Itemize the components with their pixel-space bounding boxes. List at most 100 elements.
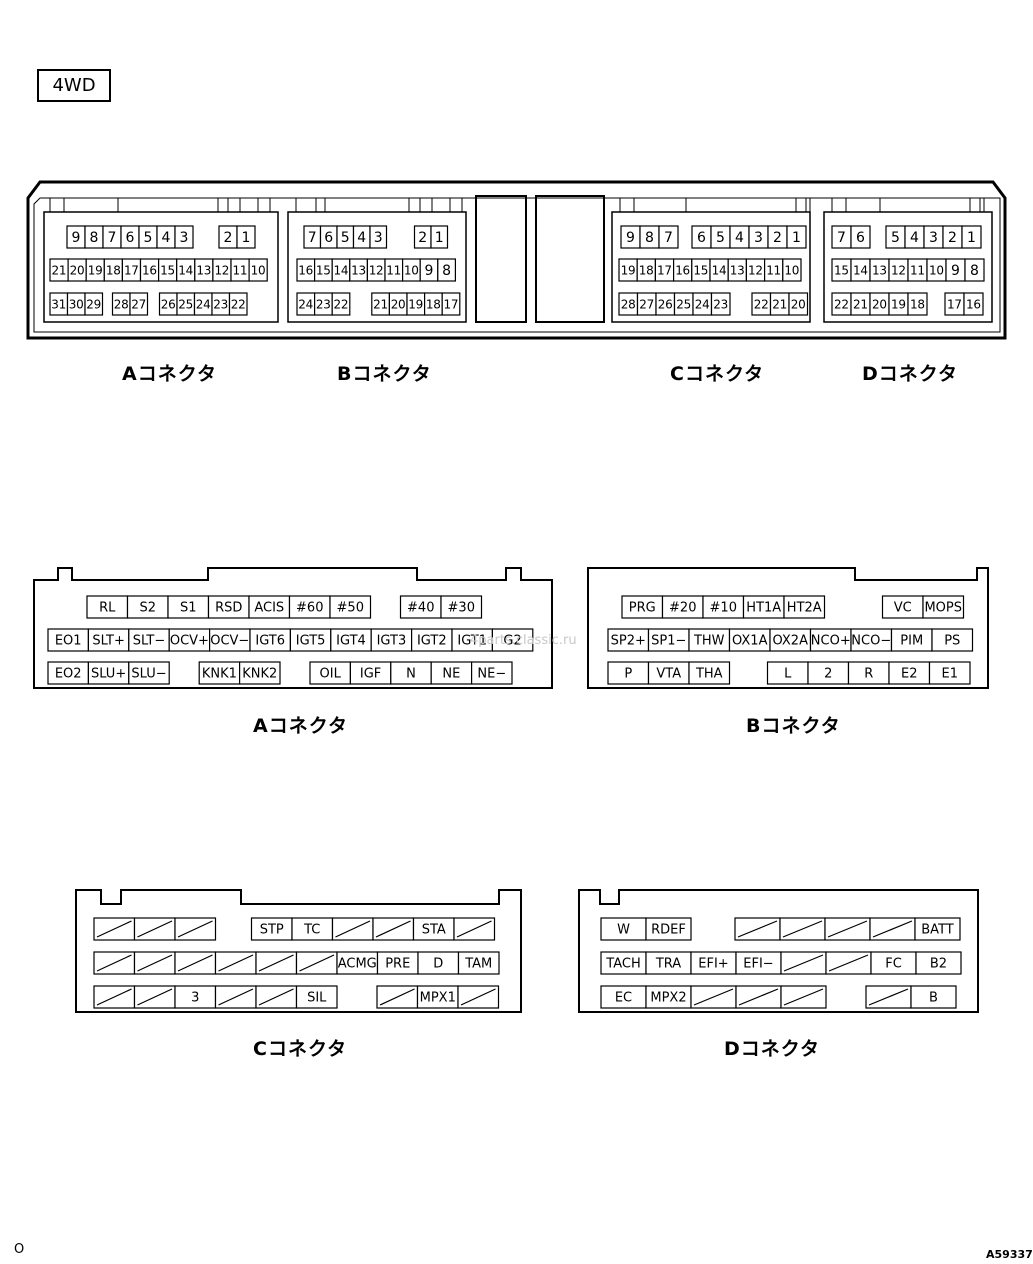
svg-text:18: 18 xyxy=(106,263,121,277)
bottom-pin-0-0-2 xyxy=(174,917,217,941)
middle-pin-0-1-3: OCV+ xyxy=(168,628,211,652)
svg-text:#40: #40 xyxy=(407,601,434,616)
middle-pin-1-2-1: VTA xyxy=(647,661,690,685)
top-pin-3-1-2: 13 xyxy=(869,258,890,282)
svg-text:TAM: TAM xyxy=(464,957,492,972)
svg-text:22: 22 xyxy=(754,297,769,311)
top-pin-2-2-7: 22 xyxy=(751,292,772,316)
top-pin-2-0-1: 8 xyxy=(639,225,660,249)
svg-text:S1: S1 xyxy=(180,601,197,616)
middle-pin-1-1-6: NCO− xyxy=(850,628,893,652)
middle-pin-1-2-0: P xyxy=(607,661,650,685)
top-pin-2-2-0: 28 xyxy=(618,292,639,316)
svg-text:13: 13 xyxy=(872,263,887,277)
svg-text:SLU−: SLU− xyxy=(131,667,166,682)
middle-pin-1-2-6: R xyxy=(847,661,890,685)
svg-text:NCO+: NCO+ xyxy=(811,634,851,649)
top-pin-2-2-1: 27 xyxy=(636,292,657,316)
svg-text:TACH: TACH xyxy=(605,957,640,972)
top-pin-3-0-1: 6 xyxy=(850,225,871,249)
svg-text:7: 7 xyxy=(308,230,317,246)
svg-text:20: 20 xyxy=(872,297,887,311)
svg-text:9: 9 xyxy=(626,230,635,246)
svg-text:VC: VC xyxy=(894,601,912,616)
middle-b-housing xyxy=(587,567,989,689)
middle-pin-0-1-7: IGT4 xyxy=(330,628,372,652)
svg-text:18: 18 xyxy=(910,297,925,311)
bottom-pin-0-1-6: ACMG xyxy=(336,951,379,975)
top-pin-3-0-6: 2 xyxy=(942,225,963,249)
svg-text:21: 21 xyxy=(853,297,868,311)
bottom-pin-0-1-7: PRE xyxy=(376,951,419,975)
top-pin-3-2-6: 17 xyxy=(944,292,965,316)
middle-pin-1-1-3: OX1A xyxy=(728,628,771,652)
top-pin-0-1-8: 13 xyxy=(194,258,214,282)
bottom-pin-0-2-8: MPX1 xyxy=(416,985,459,1009)
svg-text:5: 5 xyxy=(716,230,725,246)
top-pin-0-0-1: 8 xyxy=(84,225,104,249)
svg-text:G2: G2 xyxy=(503,634,521,649)
top-pin-0-0-0: 9 xyxy=(66,225,86,249)
bottom-pin-1-2-2 xyxy=(690,985,737,1009)
bottom-pin-0-1-0 xyxy=(93,951,136,975)
svg-text:24: 24 xyxy=(298,297,313,311)
top-pin-1-2-8: 17 xyxy=(441,292,461,316)
svg-text:R: R xyxy=(864,667,873,682)
svg-text:OX1A: OX1A xyxy=(732,634,768,649)
middle-pin-0-0-3: RSD xyxy=(207,595,250,619)
top-pin-2-1-7: 12 xyxy=(745,258,766,282)
svg-text:20: 20 xyxy=(70,263,85,277)
top-pin-3-1-6: 9 xyxy=(945,258,966,282)
svg-text:2: 2 xyxy=(948,230,957,246)
svg-text:3: 3 xyxy=(754,230,763,246)
svg-text:4: 4 xyxy=(162,230,171,246)
middle-a-housing xyxy=(33,567,553,689)
svg-text:PS: PS xyxy=(944,634,960,649)
svg-text:27: 27 xyxy=(639,297,654,311)
svg-text:ACIS: ACIS xyxy=(254,601,284,616)
middle-pin-0-2-0: EO2 xyxy=(47,661,90,685)
top-pin-3-0-3: 5 xyxy=(885,225,906,249)
bottom-pin-1-2-4 xyxy=(780,985,827,1009)
middle-pin-0-2-5: KNK2 xyxy=(239,661,281,685)
svg-text:RSD: RSD xyxy=(215,601,242,616)
top-latch-6 xyxy=(419,197,433,213)
svg-text:9: 9 xyxy=(425,263,434,279)
bottom-pin-0-1-2 xyxy=(174,951,217,975)
svg-text:#50: #50 xyxy=(337,601,364,616)
svg-text:31: 31 xyxy=(51,297,66,311)
svg-text:N: N xyxy=(406,667,416,682)
top-latch-3 xyxy=(257,197,271,213)
top-pin-0-2-0: 31 xyxy=(49,292,69,316)
top-pin-2-0-8: 2 xyxy=(767,225,788,249)
bottom-pin-1-1-4 xyxy=(780,951,827,975)
svg-text:4: 4 xyxy=(357,230,366,246)
svg-text:MOPS: MOPS xyxy=(924,601,962,616)
svg-text:24: 24 xyxy=(695,297,710,311)
bottom-pin-0-0-0 xyxy=(93,917,136,941)
svg-text:#20: #20 xyxy=(669,601,696,616)
top-pin-3-1-3: 12 xyxy=(888,258,909,282)
bottom-pin-0-1-3 xyxy=(214,951,257,975)
svg-text:17: 17 xyxy=(444,297,459,311)
top-pin-1-1-5: 11 xyxy=(384,258,404,282)
svg-text:3: 3 xyxy=(929,230,938,246)
figure-code: A59337 xyxy=(986,1248,1033,1261)
svg-text:12: 12 xyxy=(369,263,384,277)
svg-text:20: 20 xyxy=(391,297,406,311)
svg-text:7: 7 xyxy=(108,230,117,246)
svg-text:1: 1 xyxy=(435,230,444,246)
top-pin-2-1-2: 17 xyxy=(654,258,675,282)
bottom-pin-1-0-5 xyxy=(824,917,871,941)
middle-caption-b: Bコネクタ xyxy=(746,715,841,737)
bottom-pin-0-2-2: 3 xyxy=(174,985,217,1009)
svg-text:14: 14 xyxy=(853,263,868,277)
svg-text:SP2+: SP2+ xyxy=(611,634,646,649)
svg-text:E1: E1 xyxy=(942,667,959,682)
svg-text:13: 13 xyxy=(351,263,366,277)
